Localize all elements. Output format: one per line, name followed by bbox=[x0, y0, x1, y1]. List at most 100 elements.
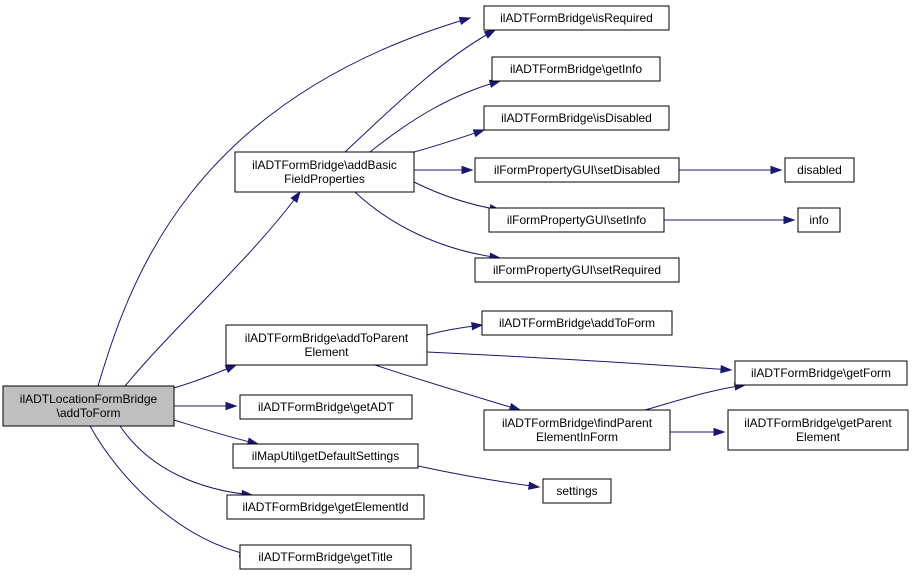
edge-line bbox=[413, 181, 501, 211]
edge-root-to-addBasicFieldProperties bbox=[124, 190, 301, 387]
arrowhead-icon bbox=[483, 29, 497, 39]
node-label: ElementInForm bbox=[536, 430, 618, 444]
node-box[interactable] bbox=[483, 5, 670, 31]
node-box[interactable] bbox=[491, 56, 661, 82]
arrowhead-icon bbox=[528, 481, 541, 490]
edge-line bbox=[173, 419, 259, 445]
edge-root-to-getDefaultSettings bbox=[173, 419, 260, 446]
node-addToForm[interactable]: ilADTFormBridge\addToForm bbox=[481, 310, 673, 336]
node-label: ilFormPropertyGUI\setDisabled bbox=[494, 163, 660, 177]
node-box[interactable] bbox=[2, 385, 175, 427]
node-label: ilADTFormBridge\addToForm bbox=[499, 316, 655, 330]
edge-line bbox=[374, 364, 521, 411]
node-label: ilFormPropertyGUI\setInfo bbox=[507, 213, 647, 227]
edge-line bbox=[344, 29, 496, 153]
edge-getDefaultSettings-to-settings bbox=[417, 465, 541, 490]
node-label: info bbox=[809, 213, 829, 227]
edge-setInfo-to-info bbox=[664, 215, 796, 225]
node-isRequired[interactable]: ilADTFormBridge\isRequired bbox=[483, 5, 670, 31]
node-label: Element bbox=[796, 430, 841, 444]
edge-line bbox=[413, 129, 485, 153]
node-label: Element bbox=[304, 345, 349, 359]
node-box[interactable] bbox=[234, 151, 415, 193]
node-box[interactable] bbox=[232, 443, 419, 469]
edges-layer bbox=[89, 16, 796, 557]
node-box[interactable] bbox=[483, 409, 671, 451]
edge-addToParentElement-to-getForm bbox=[426, 351, 733, 374]
node-getInfo[interactable]: ilADTFormBridge\getInfo bbox=[491, 56, 661, 82]
node-box[interactable] bbox=[483, 105, 670, 131]
edge-setDisabled-to-disabled bbox=[679, 165, 783, 175]
nodes-layer: ilADTLocationFormBridge\addToForm ilADTFo… bbox=[2, 5, 909, 570]
arrowhead-icon bbox=[224, 364, 238, 374]
node-root[interactable]: ilADTLocationFormBridge\addToForm bbox=[2, 385, 175, 427]
node-getADT[interactable]: ilADTFormBridge\getADT bbox=[239, 394, 413, 420]
arrowhead-icon bbox=[720, 365, 733, 374]
node-getElementId[interactable]: ilADTFormBridge\getElementId bbox=[226, 494, 425, 520]
node-setDisabled[interactable]: ilFormPropertyGUI\setDisabled bbox=[474, 157, 680, 183]
node-settings[interactable]: settings bbox=[542, 478, 612, 504]
node-box[interactable] bbox=[474, 257, 680, 283]
edge-line bbox=[97, 17, 471, 387]
node-getForm[interactable]: ilADTFormBridge\getForm bbox=[734, 360, 908, 386]
edge-line bbox=[89, 425, 251, 556]
node-label: ilADTFormBridge\getTitle bbox=[258, 550, 393, 564]
node-box[interactable] bbox=[481, 310, 673, 336]
node-box[interactable] bbox=[784, 157, 855, 183]
edge-line bbox=[119, 425, 253, 496]
node-label: ilADTFormBridge\isDisabled bbox=[501, 111, 652, 125]
node-getDefaultSettings[interactable]: ilMapUtil\getDefaultSettings bbox=[232, 443, 419, 469]
node-box[interactable] bbox=[734, 360, 908, 386]
edge-root-to-addToParentElement bbox=[173, 364, 238, 389]
node-label: ilADTFormBridge\getADT bbox=[258, 400, 395, 414]
arrowhead-icon bbox=[461, 165, 474, 175]
node-box[interactable] bbox=[727, 409, 909, 451]
arrowhead-icon bbox=[508, 402, 522, 412]
arrowhead-icon bbox=[770, 165, 783, 175]
node-label: ilADTFormBridge\addBasic bbox=[252, 158, 397, 172]
node-box[interactable] bbox=[226, 494, 425, 520]
node-box[interactable] bbox=[797, 207, 841, 233]
node-box[interactable] bbox=[239, 544, 412, 570]
edge-addToParentElement-to-addToForm bbox=[426, 322, 484, 336]
node-box[interactable] bbox=[239, 394, 413, 420]
arrowhead-icon bbox=[472, 129, 486, 138]
edge-addBasicFieldProperties-to-setDisabled bbox=[414, 165, 474, 175]
node-setRequired[interactable]: ilFormPropertyGUI\setRequired bbox=[474, 257, 680, 283]
node-label: \addToForm bbox=[56, 406, 120, 420]
node-label: settings bbox=[556, 484, 597, 498]
edge-line bbox=[369, 80, 501, 153]
node-info[interactable]: info bbox=[797, 207, 841, 233]
edge-root-to-getADT bbox=[174, 401, 238, 411]
edge-line bbox=[644, 384, 746, 411]
edge-line bbox=[417, 465, 540, 488]
edge-addBasicFieldProperties-to-isDisabled bbox=[413, 129, 486, 153]
node-label: FieldProperties bbox=[284, 172, 365, 186]
edge-addBasicFieldProperties-to-setRequired bbox=[354, 191, 502, 261]
node-getTitle[interactable]: ilADTFormBridge\getTitle bbox=[239, 544, 412, 570]
node-label: ilADTFormBridge\getElementId bbox=[242, 500, 408, 514]
node-label: ilADTFormBridge\getForm bbox=[751, 366, 891, 380]
node-label: ilADTFormBridge\isRequired bbox=[500, 11, 653, 25]
node-box[interactable] bbox=[542, 478, 612, 504]
node-box[interactable] bbox=[474, 157, 680, 183]
node-label: ilADTFormBridge\findParent bbox=[502, 416, 653, 430]
node-label: ilADTFormBridge\getInfo bbox=[510, 62, 642, 76]
node-box[interactable] bbox=[225, 324, 428, 366]
node-isDisabled[interactable]: ilADTFormBridge\isDisabled bbox=[483, 105, 670, 131]
edge-line bbox=[124, 191, 301, 387]
node-disabled[interactable]: disabled bbox=[784, 157, 855, 183]
node-label: disabled bbox=[797, 163, 842, 177]
edge-line bbox=[354, 191, 501, 259]
node-box[interactable] bbox=[488, 207, 665, 233]
arrowhead-icon bbox=[783, 215, 796, 225]
node-setInfo[interactable]: ilFormPropertyGUI\setInfo bbox=[488, 207, 665, 233]
node-label: ilMapUtil\getDefaultSettings bbox=[252, 449, 399, 463]
edge-addBasicFieldProperties-to-getInfo bbox=[369, 79, 502, 153]
node-label: ilFormPropertyGUI\setRequired bbox=[493, 263, 661, 277]
